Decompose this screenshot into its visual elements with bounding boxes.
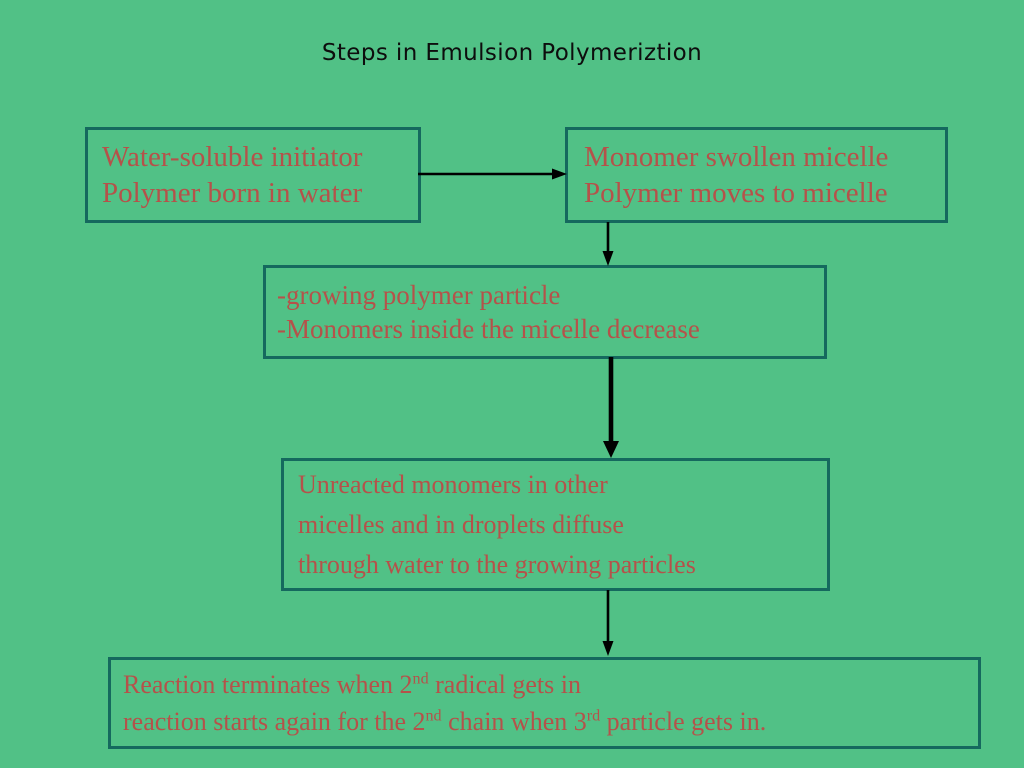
box-line-2: reaction starts again for the 2nd chain …	[123, 703, 978, 740]
box-line-2: Polymer born in water	[102, 177, 363, 209]
line2-text-a: reaction starts again for the 2	[123, 707, 426, 736]
flow-box-growing-polymer-particle: -growing polymer particle -Monomers insi…	[263, 265, 827, 359]
box-line-2: Polymer moves to micelle	[584, 177, 888, 209]
line2-text-c: particle gets in.	[600, 707, 767, 736]
box-line-1: Monomer swollen micelle	[584, 141, 889, 173]
flow-box-monomer-swollen-micelle: Monomer swollen micelle Polymer moves to…	[565, 127, 948, 223]
box-line-2: micelles and in droplets diffuse	[298, 509, 624, 539]
line2-text-b: chain when 3	[441, 707, 587, 736]
box-line-2: -Monomers inside the micelle decrease	[277, 314, 700, 344]
arrow-initiator-to-micelle	[418, 168, 567, 180]
box-line-1: Water-soluble initiator	[102, 141, 363, 173]
flow-box-reaction-terminates: Reaction terminates when 2nd radical get…	[108, 657, 981, 749]
box-line-3: through water to the growing particles	[298, 549, 696, 579]
arrow-growing-to-diffuse	[603, 357, 619, 458]
arrow-diffuse-to-terminate	[602, 590, 614, 656]
line1-superscript: nd	[412, 670, 429, 688]
box-line-1: -growing polymer particle	[277, 280, 561, 310]
line2-superscript-2: rd	[586, 707, 601, 725]
line2-superscript-1: nd	[425, 707, 442, 725]
arrow-micelle-to-growing	[602, 222, 614, 266]
box-line-1: Reaction terminates when 2nd radical get…	[123, 666, 978, 703]
line1-text-b: radical gets in	[428, 670, 581, 699]
box-line-1: Unreacted monomers in other	[298, 469, 608, 499]
line1-text-a: Reaction terminates when 2	[123, 670, 413, 699]
flow-box-water-soluble-initiator: Water-soluble initiator Polymer born in …	[85, 127, 421, 223]
flow-box-unreacted-monomers-diffuse: Unreacted monomers in other micelles and…	[281, 458, 830, 591]
page-title: Steps in Emulsion Polymeriztion	[321, 40, 703, 66]
